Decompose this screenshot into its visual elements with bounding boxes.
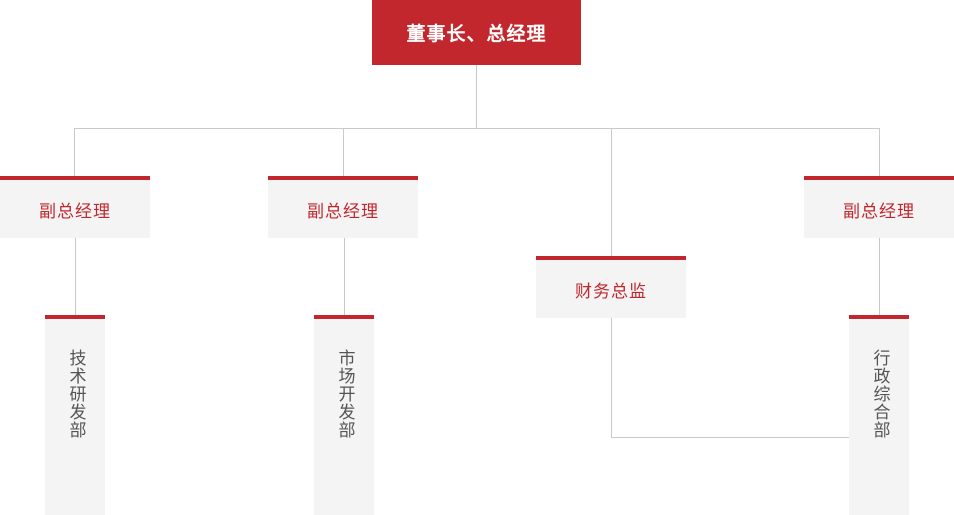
department-admin-label: 行政综合部 <box>869 349 890 439</box>
connector-drop-vp1 <box>74 128 75 176</box>
node-vice-president-3[interactable]: 副总经理 <box>804 176 954 238</box>
node-vice-president-1[interactable]: 副总经理 <box>0 176 150 238</box>
department-market-label: 市场开发部 <box>334 349 355 439</box>
node-chairman[interactable]: 董事长、总经理 <box>372 0 581 65</box>
connector-drop-vp3 <box>879 128 880 176</box>
department-rd-label: 技术研发部 <box>65 349 86 439</box>
connector-cfo-down <box>611 318 612 437</box>
connector-vp3-to-admin <box>879 238 880 315</box>
connector-vp2-to-market <box>344 238 345 315</box>
node-department-admin[interactable]: 行政综合部 <box>849 315 909 515</box>
connector-main-bus <box>74 128 880 129</box>
node-vice-president-2[interactable]: 副总经理 <box>268 176 418 238</box>
connector-drop-cfo <box>611 128 612 256</box>
connector-vp1-to-rd <box>75 238 76 315</box>
node-department-rd[interactable]: 技术研发部 <box>45 315 105 515</box>
connector-drop-vp2 <box>343 128 344 176</box>
connector-chairman-stem <box>476 65 477 128</box>
node-department-market[interactable]: 市场开发部 <box>314 315 374 515</box>
node-cfo[interactable]: 财务总监 <box>536 256 686 318</box>
connector-cfo-to-admin <box>611 437 849 438</box>
